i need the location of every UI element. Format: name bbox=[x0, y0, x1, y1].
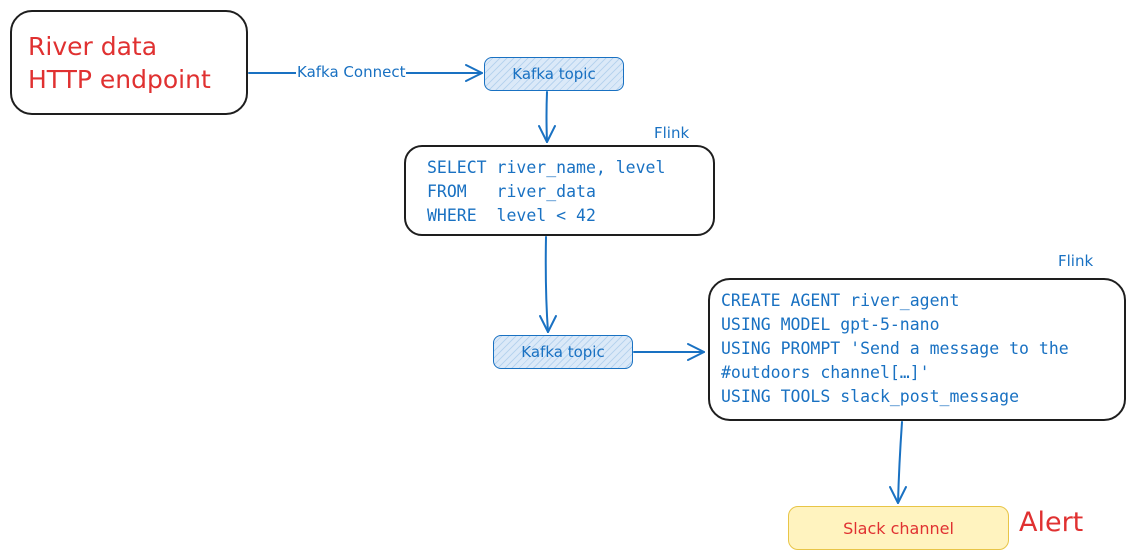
source-label-line-1: River data bbox=[28, 32, 158, 61]
agent-line-2: USING MODEL gpt-5-nano bbox=[721, 315, 940, 334]
kafka-connect-label: Kafka Connect bbox=[296, 63, 407, 81]
arrow-topic-to-agent bbox=[633, 343, 705, 361]
arrow-sql-to-topic bbox=[539, 236, 557, 333]
agent-line-1: CREATE AGENT river_agent bbox=[721, 291, 960, 310]
sql-line-3: WHERE level < 42 bbox=[427, 206, 596, 225]
sql-line-2: FROM river_data bbox=[427, 182, 596, 201]
kafka-topic-node-2: Kafka topic bbox=[493, 335, 633, 369]
agent-line-3: USING PROMPT 'Send a message to the bbox=[721, 339, 1069, 358]
flink-agent-node: CREATE AGENT river_agent USING MODEL gpt… bbox=[708, 278, 1126, 421]
alert-label: Alert bbox=[1019, 507, 1084, 538]
flink-sql-query-node: SELECT river_name, level FROM river_data… bbox=[404, 145, 715, 236]
flink-sql-engine-label: Flink bbox=[654, 124, 690, 142]
arrow-topic-to-sql bbox=[538, 91, 556, 143]
slack-channel-node: Slack channel bbox=[788, 506, 1009, 550]
kafka-topic-node-1: Kafka topic bbox=[484, 57, 624, 91]
river-data-source-node: River data HTTP endpoint bbox=[10, 10, 248, 115]
arrow-agent-to-slack bbox=[889, 421, 907, 504]
agent-line-5: USING TOOLS slack_post_message bbox=[721, 387, 1020, 406]
flink-agent-engine-label: Flink bbox=[1058, 252, 1094, 270]
agent-line-4: #outdoors channel[…]' bbox=[721, 363, 930, 382]
source-label-line-2: HTTP endpoint bbox=[28, 65, 211, 94]
sql-line-1: SELECT river_name, level bbox=[427, 158, 666, 177]
